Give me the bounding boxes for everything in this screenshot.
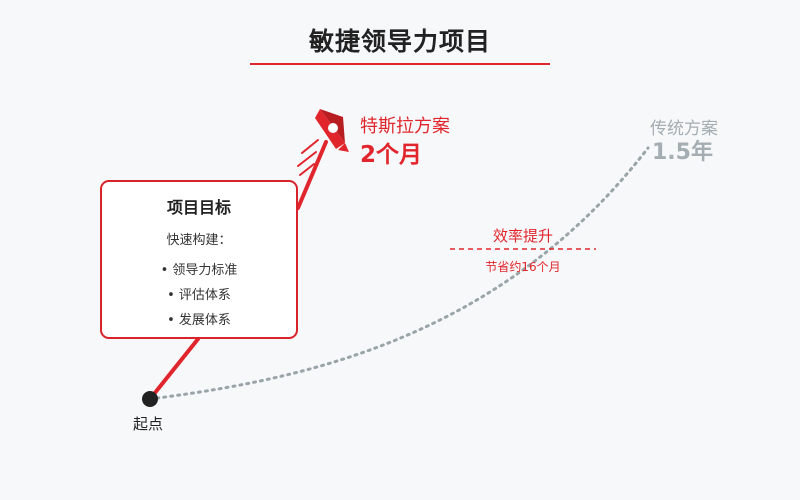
- goal-list-item: • 领导力标准: [160, 263, 238, 278]
- goal-box: 项目目标 快速构建： • 领导力标准 • 评估体系 • 发展体系: [100, 180, 298, 339]
- tesla-path: [148, 140, 328, 401]
- start-point-icon: [142, 391, 158, 407]
- rocket-icon: [315, 109, 349, 152]
- tesla-plan-name: 特斯拉方案: [360, 116, 450, 137]
- efficiency-subtitle: 节省约16个月: [485, 260, 561, 274]
- goal-subtitle: 快速构建：: [166, 233, 232, 248]
- traditional-plan-duration: 1.5年: [652, 140, 713, 165]
- traditional-path: [148, 146, 650, 401]
- goal-list: • 领导力标准 • 评估体系 • 发展体系: [102, 258, 296, 333]
- start-label: 起点: [133, 415, 164, 433]
- goal-list-item: • 发展体系: [167, 313, 231, 328]
- page-title: 敏捷领导力项目: [308, 27, 491, 56]
- speed-lines-icon: [297, 139, 319, 176]
- goal-title: 项目目标: [166, 198, 231, 217]
- traditional-plan-name: 传统方案: [650, 119, 718, 139]
- title-underline: [250, 63, 550, 65]
- tesla-plan-duration: 2个月: [360, 142, 423, 168]
- efficiency-title: 效率提升: [492, 227, 553, 245]
- goal-list-item: • 评估体系: [167, 288, 231, 303]
